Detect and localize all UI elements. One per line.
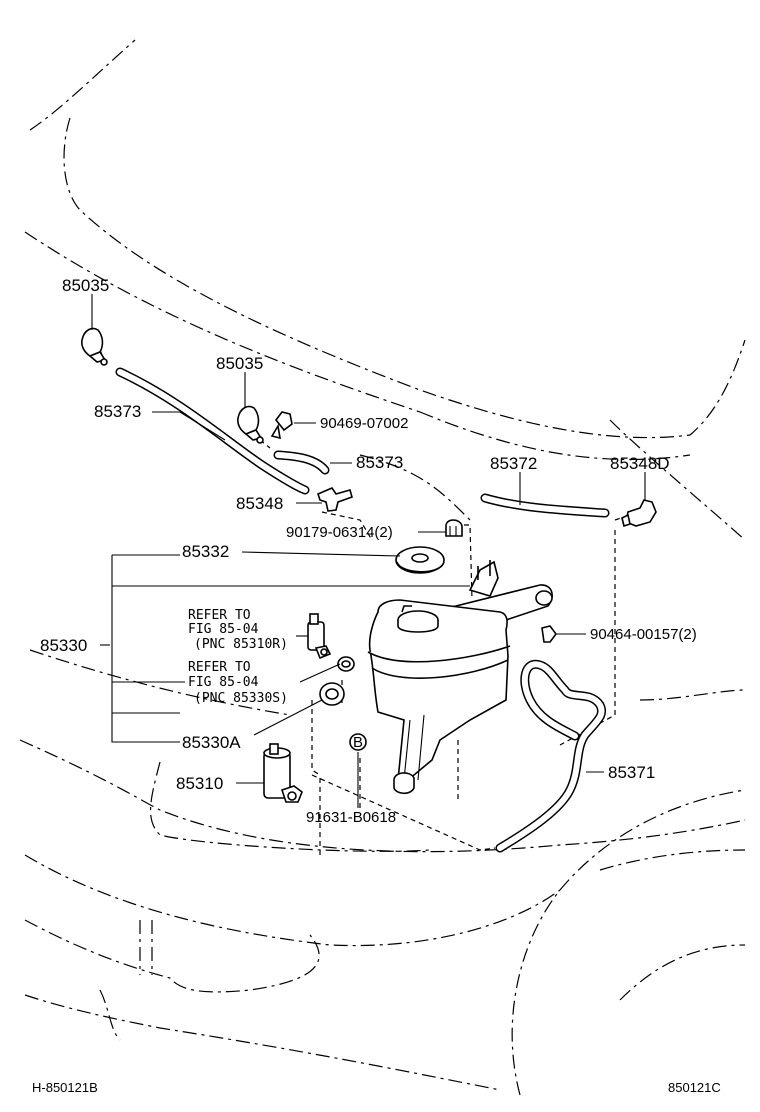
clip-90469 [270, 411, 293, 440]
label-85330: 85330 [40, 636, 87, 655]
washer-hose-85371 [495, 659, 607, 853]
leader-lines [91, 294, 646, 808]
label-90179-06314: 90179-06314(2) [286, 524, 393, 541]
vehicle-body-outline [19, 39, 746, 1096]
label-85372: 85372 [490, 454, 537, 473]
refer-note-2-line2: FIG 85-04 [188, 675, 259, 690]
label-85373-long: 85373 [94, 402, 141, 421]
label-85373-short: 85373 [356, 453, 403, 472]
bolt-91631: B [349, 733, 367, 751]
washer-nozzle-right [237, 405, 264, 444]
label-91631-b0618: 91631-B0618 [306, 809, 396, 826]
label-85330a: 85330A [182, 733, 241, 752]
label-85348d: 85348D [610, 454, 670, 473]
bolt-badge-letter: B [353, 734, 363, 751]
refer-note-85310r: REFER TO FIG 85-04 (PNC 85310R) [188, 608, 288, 652]
refer-note-2-line1: REFER TO [188, 660, 251, 675]
refer-note-2-line3: (PNC 85330S) [194, 691, 288, 706]
refer-note-1-line3: (PNC 85310R) [194, 637, 288, 652]
label-90464-00157: 90464-00157(2) [590, 626, 697, 643]
refer-note-85330s: REFER TO FIG 85-04 (PNC 85330S) [188, 660, 288, 706]
clip-90179 [445, 519, 463, 537]
washer-hose-long [115, 367, 310, 495]
refer-note-1-line2: FIG 85-04 [188, 622, 259, 637]
diagram-code-left: H-850121B [32, 1080, 98, 1095]
washer-hose-85372 [480, 493, 610, 518]
label-85348: 85348 [236, 494, 283, 513]
label-85371: 85371 [608, 763, 655, 782]
washer-fluid-tank [367, 560, 553, 795]
washer-hose-short [273, 450, 330, 475]
washer-tank-cap [395, 546, 445, 574]
grommet-90464 [541, 625, 557, 643]
grommet-85330a [319, 682, 345, 706]
grommet-85330s [337, 656, 355, 672]
label-85310: 85310 [176, 774, 223, 793]
label-85035-lower: 85035 [216, 354, 263, 373]
washer-nozzle-left [81, 327, 108, 366]
washer-pump-85310r [307, 613, 332, 660]
part-number-labels: 85035 85035 85373 90469-07002 85373 8537… [40, 276, 697, 826]
washer-pump-motor [263, 743, 303, 803]
label-85035-upper: 85035 [62, 276, 109, 295]
diagram-code-right: 850121C [668, 1080, 721, 1095]
label-85332: 85332 [182, 542, 229, 561]
refer-note-1-line1: REFER TO [188, 608, 251, 623]
hose-joint-85348 [317, 487, 353, 512]
hose-joint-85348d [621, 499, 657, 528]
label-90469-07002: 90469-07002 [320, 415, 408, 432]
